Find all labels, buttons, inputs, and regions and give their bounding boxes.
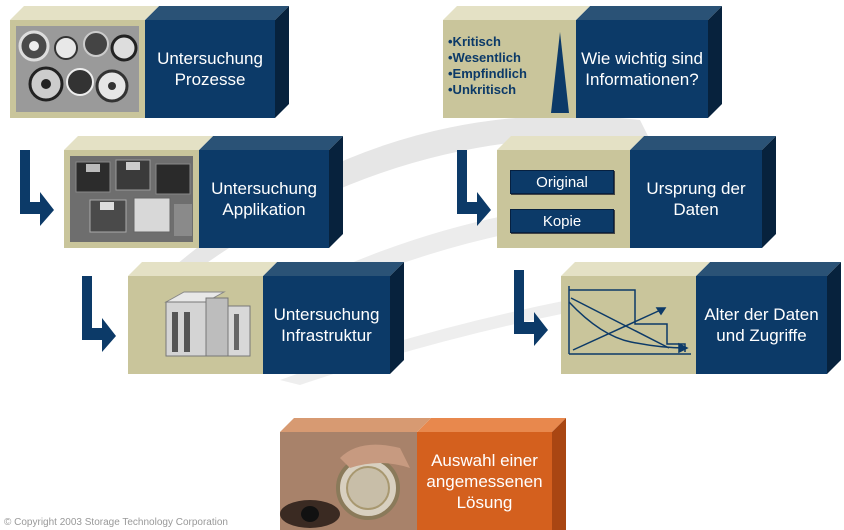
- arrow-to-application: [20, 150, 54, 226]
- solution-block: [280, 418, 566, 530]
- arrow-to-age: [514, 270, 548, 346]
- original-label-box: Original: [510, 170, 614, 194]
- level-uncritical: •Unkritisch: [448, 82, 517, 97]
- arrow-to-infrastructure: [82, 276, 116, 352]
- server-hardware-image: [164, 291, 251, 357]
- age-block: [561, 262, 841, 374]
- application-block: [64, 136, 343, 248]
- infrastructure-block: [128, 262, 404, 374]
- level-essential: •Wesentlich: [448, 50, 521, 65]
- arrow-to-origin: [457, 150, 491, 226]
- importance-pyramid: [551, 32, 569, 113]
- importance-levels: •Kritisch •Wesentlich •Empfindlich •Unkr…: [448, 34, 527, 98]
- eye-coin-image: [280, 432, 417, 530]
- copyright-text: © Copyright 2003 Storage Technology Corp…: [4, 517, 228, 528]
- copy-label-box: Kopie: [510, 209, 614, 233]
- gears-image: [16, 26, 139, 112]
- level-sensitive: •Empfindlich: [448, 66, 527, 81]
- importance-block: [443, 6, 722, 118]
- floppy-disks-image: [70, 156, 193, 242]
- age-access-chart: [568, 286, 691, 355]
- processes-block: [10, 6, 289, 118]
- level-critical: •Kritisch: [448, 34, 501, 49]
